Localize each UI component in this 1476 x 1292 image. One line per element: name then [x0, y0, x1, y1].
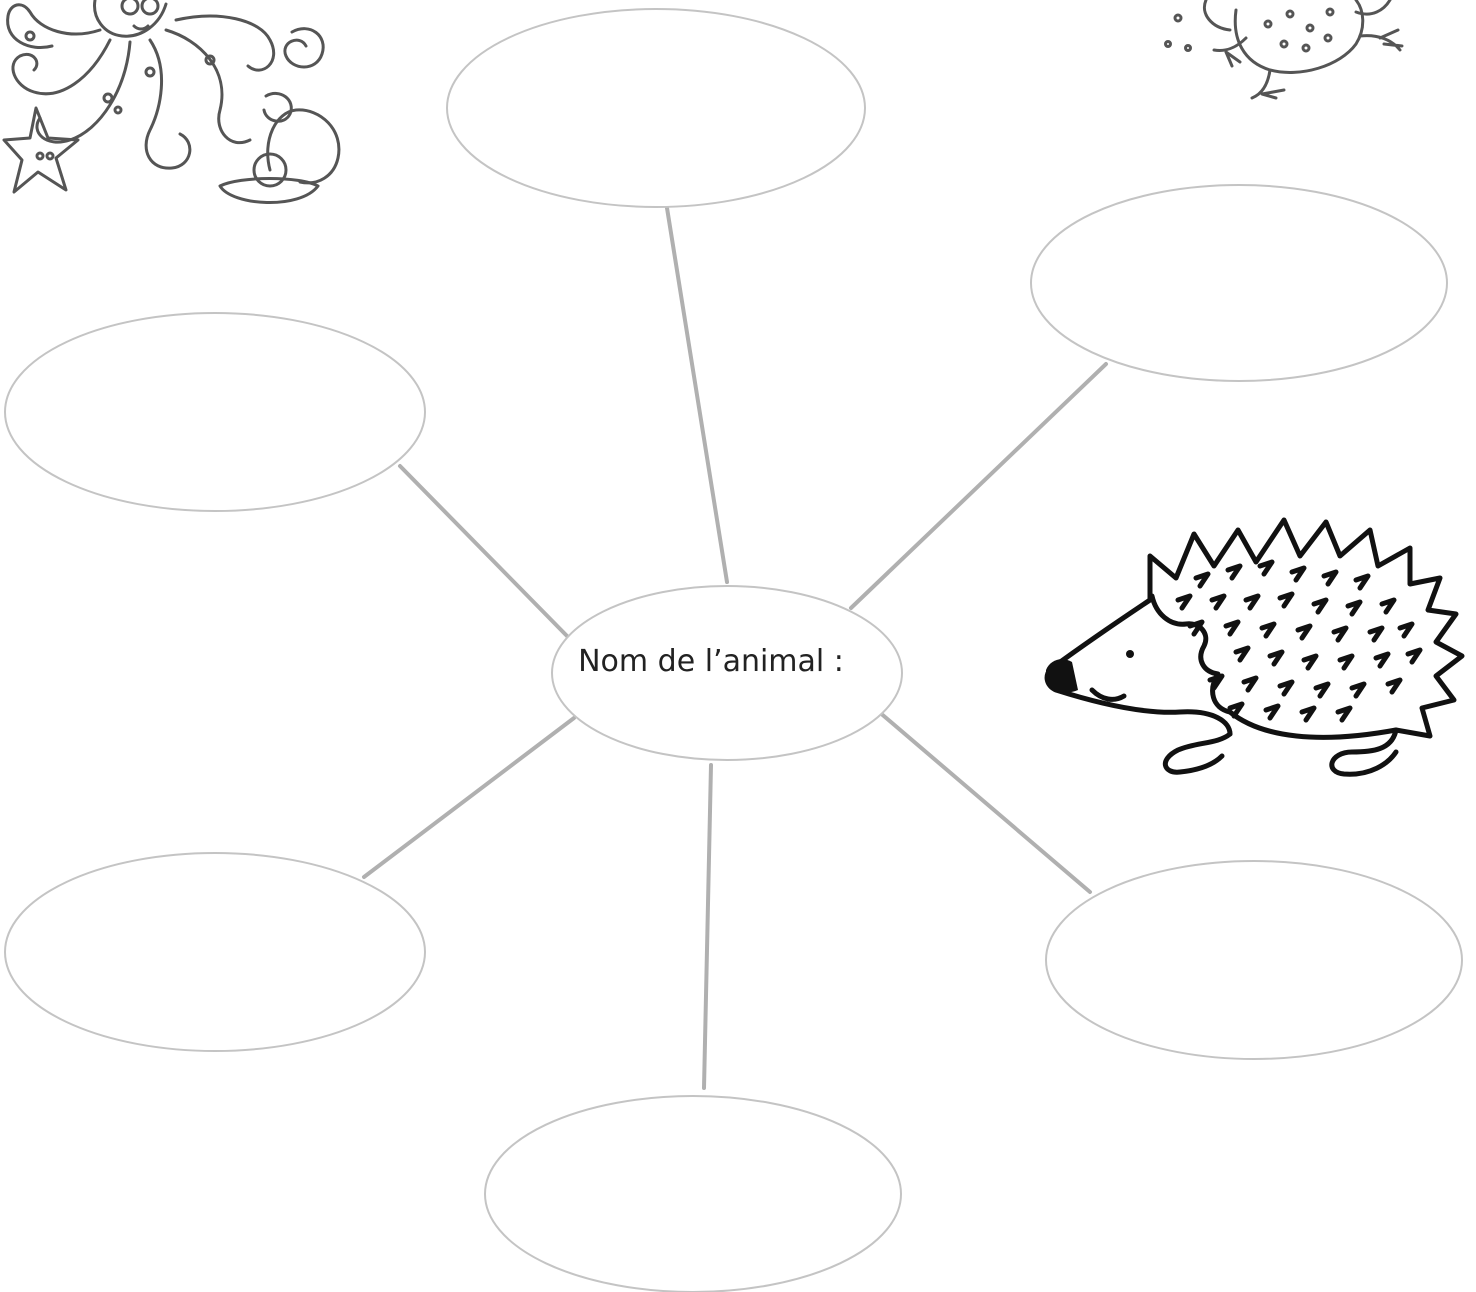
bubble-top-right[interactable]: [1030, 184, 1448, 382]
connector-bottom: [702, 763, 713, 1090]
connector-top-right: [849, 362, 1108, 610]
center-bubble[interactable]: Nom de l’animal :: [551, 585, 903, 761]
connector-bottom-left: [362, 716, 576, 879]
connector-bottom-right: [876, 709, 1092, 894]
bubble-bottom-left[interactable]: [4, 852, 426, 1052]
frog-icon: [1164, 0, 1404, 100]
center-label: Nom de l’animal :: [578, 644, 844, 679]
bubble-left[interactable]: [4, 312, 426, 512]
bubble-top[interactable]: [446, 8, 866, 208]
connectors: [362, 206, 1108, 1090]
hedgehog-icon: [1044, 517, 1465, 777]
octopus-icon: [2, 0, 341, 204]
bubble-bottom[interactable]: [484, 1095, 902, 1292]
bubble-bottom-right[interactable]: [1045, 860, 1463, 1060]
connector-left: [398, 464, 570, 639]
connector-top: [665, 206, 729, 584]
